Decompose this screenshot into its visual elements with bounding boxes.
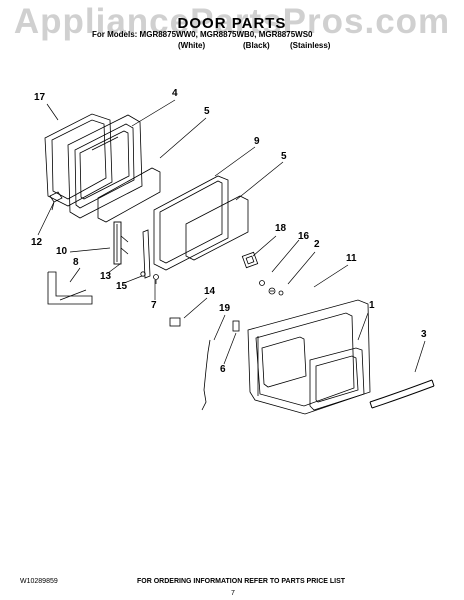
page-number: 7 xyxy=(231,590,235,597)
part-7-screw xyxy=(153,274,159,284)
models-line: For Models: MGR8875WW0, MGR8875WB0, MGR8… xyxy=(92,30,313,39)
callout-18: 18 xyxy=(275,223,287,234)
part-4-inner-panel xyxy=(67,114,143,219)
part-3-handle xyxy=(369,379,435,409)
callout-4: 4 xyxy=(172,88,178,99)
callout-15: 15 xyxy=(116,281,128,292)
callout-1: 1 xyxy=(369,300,375,311)
callout-10: 10 xyxy=(56,246,68,257)
callout-3: 3 xyxy=(421,329,427,340)
variant-stainless: (Stainless) xyxy=(290,41,331,50)
callout-6: 6 xyxy=(220,364,226,375)
callout-12: 12 xyxy=(31,237,43,248)
doc-number: W10289859 xyxy=(20,578,58,585)
part-1-outer-door xyxy=(247,299,371,415)
part-16-screw xyxy=(259,280,265,286)
part-18-bezel xyxy=(241,251,259,269)
callout-5-lower: 5 xyxy=(281,151,287,162)
callout-11: 11 xyxy=(346,253,357,264)
variant-black: (Black) xyxy=(243,41,270,50)
page-title: DOOR PARTS xyxy=(177,15,287,32)
part-10-hinge xyxy=(113,221,129,265)
part-17-frame xyxy=(44,113,113,207)
part-2-screw xyxy=(268,287,276,295)
callout-16: 16 xyxy=(298,231,310,242)
part-5-glass-upper xyxy=(97,167,161,223)
part-6-bracket xyxy=(232,320,240,332)
variant-white: (White) xyxy=(178,41,206,50)
part-15-screw xyxy=(140,271,146,277)
watermark: AppliancePartsPros.com xyxy=(13,2,451,41)
part-14-clip xyxy=(169,317,181,327)
callout-5-upper: 5 xyxy=(204,106,210,117)
callout-13: 13 xyxy=(100,271,112,282)
callout-14: 14 xyxy=(204,286,216,297)
part-19-wire xyxy=(201,339,211,411)
part-12-clip xyxy=(49,191,63,211)
callout-8: 8 xyxy=(73,257,79,268)
part-9-frame xyxy=(153,175,229,271)
part-5-glass-lower xyxy=(185,195,249,261)
leader-lines xyxy=(37,99,426,373)
callout-7: 7 xyxy=(151,300,157,311)
callout-2: 2 xyxy=(314,239,320,250)
part-8-bracket xyxy=(47,271,93,305)
callout-19: 19 xyxy=(219,303,231,314)
ordering-info: FOR ORDERING INFORMATION REFER TO PARTS … xyxy=(137,578,346,585)
callout-9: 9 xyxy=(254,136,260,147)
side-strip xyxy=(142,229,151,279)
part-11-screw xyxy=(278,290,284,296)
callout-17: 17 xyxy=(34,92,46,103)
